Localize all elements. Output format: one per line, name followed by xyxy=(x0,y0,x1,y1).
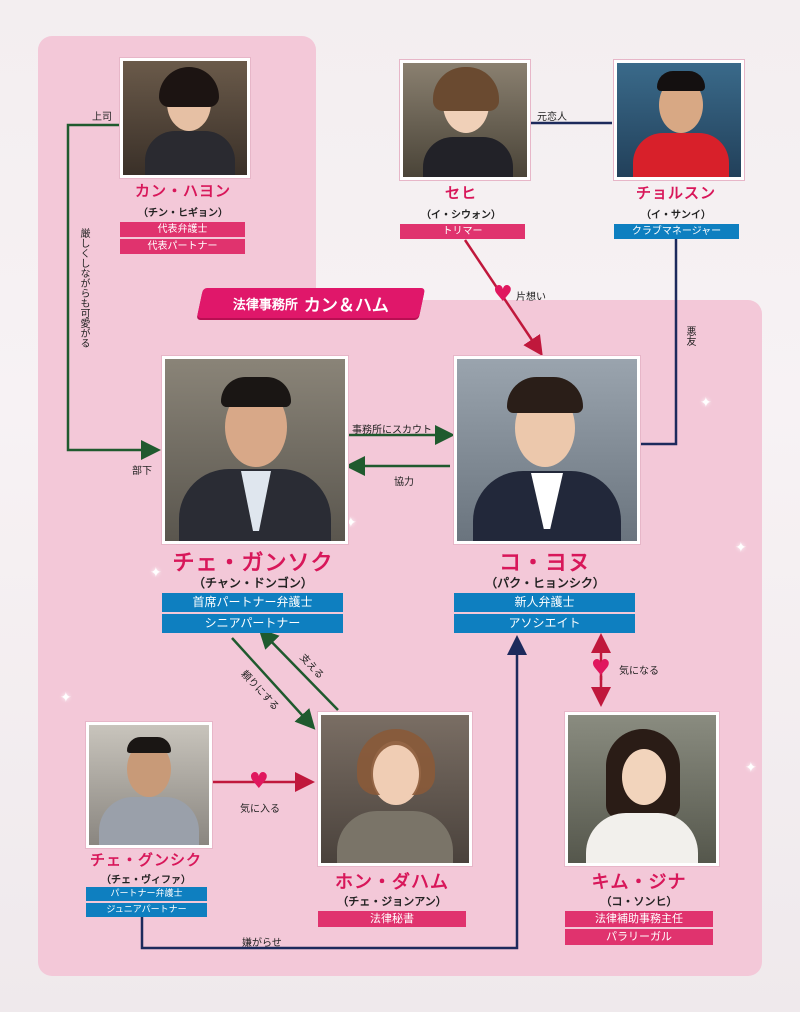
label-ex: 元恋人 xyxy=(537,112,567,123)
label-strict: 厳しくしながらも可愛がる xyxy=(78,228,89,348)
role-sehi-1: トリマー xyxy=(400,224,525,239)
name-sehi: セヒ xyxy=(444,184,477,202)
photo-kim xyxy=(565,712,719,866)
actor-ko: （パク・ヒョンシク） xyxy=(485,576,605,590)
heart-icon: ♥ xyxy=(493,282,513,307)
actor-kan: （チン・ヒギョン） xyxy=(138,208,228,219)
label-likes: 気に入る xyxy=(240,804,280,815)
role-kim-1: 法律補助事務主任 xyxy=(565,911,713,927)
actor-gun: （チェ・ヴィファ） xyxy=(101,875,191,886)
actor-kim: （コ・ソンヒ） xyxy=(600,895,678,908)
line-support xyxy=(258,628,339,711)
label-harass: 嫌がらせ xyxy=(242,938,282,949)
photo-chol xyxy=(614,60,744,180)
role-kan-2: 代表パートナー xyxy=(120,239,245,254)
photo-hong xyxy=(318,712,472,866)
heart-icon: ♥ xyxy=(591,656,611,681)
role-hong-1: 法律秘書 xyxy=(318,911,466,927)
actor-sehi: （イ・シウォン） xyxy=(421,210,501,221)
actor-choi: （チャン・ドンゴン） xyxy=(193,576,313,590)
photo-ko xyxy=(454,356,640,544)
sparkle-icon: ✦ xyxy=(700,395,712,411)
photo-sehi xyxy=(400,60,530,180)
label-bad-friend: 悪友 xyxy=(684,326,695,346)
sparkle-icon: ✦ xyxy=(735,540,747,556)
role-kim-2: パラリーガル xyxy=(565,929,713,945)
label-cooperate: 協力 xyxy=(394,477,414,488)
line-bad-friend xyxy=(640,238,678,446)
sparkle-icon: ✦ xyxy=(345,515,357,531)
heart-icon: ♥ xyxy=(249,769,269,794)
photo-choi xyxy=(162,356,348,544)
name-choi: チェ・ガンソク xyxy=(172,551,334,576)
line-harass xyxy=(140,635,527,950)
line-boss xyxy=(66,123,161,460)
label-scout: 事務所にスカウト xyxy=(352,425,432,436)
name-hong: ホン・ダハム xyxy=(335,872,449,893)
role-choi-2: シニアパートナー xyxy=(162,614,343,633)
name-gun: チェ・グンシク xyxy=(89,851,202,869)
photo-kan xyxy=(120,58,250,178)
firm-banner-name: カン＆ハム xyxy=(304,295,389,316)
sparkle-icon: ✦ xyxy=(745,760,757,776)
role-chol-1: クラブマネージャー xyxy=(614,224,739,239)
role-gun-1: パートナー弁護士 xyxy=(86,887,207,901)
firm-banner-prefix: 法律事務所 xyxy=(232,297,298,313)
label-boss: 上司 xyxy=(92,112,112,123)
label-crush: 片想い xyxy=(516,292,546,303)
role-gun-2: ジュニアパートナー xyxy=(86,903,207,917)
sparkle-icon: ✦ xyxy=(60,690,72,706)
label-interested: 気になる xyxy=(619,666,659,677)
role-kan-1: 代表弁護士 xyxy=(120,222,245,237)
label-subordinate: 部下 xyxy=(132,466,152,477)
name-ko: コ・ヨヌ xyxy=(498,551,591,576)
actor-chol: （イ・サンイ） xyxy=(641,210,711,221)
sparkle-icon: ✦ xyxy=(150,565,162,581)
role-ko-2: アソシエイト xyxy=(454,614,635,633)
photo-gun xyxy=(86,722,212,848)
role-choi-1: 首席パートナー弁護士 xyxy=(162,593,343,612)
firm-banner: 法律事務所 カン＆ハム xyxy=(196,288,426,318)
line-rely xyxy=(231,637,316,730)
name-kim: キム・ジナ xyxy=(591,872,687,893)
role-ko-1: 新人弁護士 xyxy=(454,593,635,612)
name-chol: チョルスン xyxy=(635,184,716,202)
actor-hong: （チェ・ジョンアン） xyxy=(337,895,447,908)
line-crush xyxy=(463,239,543,357)
name-kan: カン・ハヨン xyxy=(134,182,231,200)
